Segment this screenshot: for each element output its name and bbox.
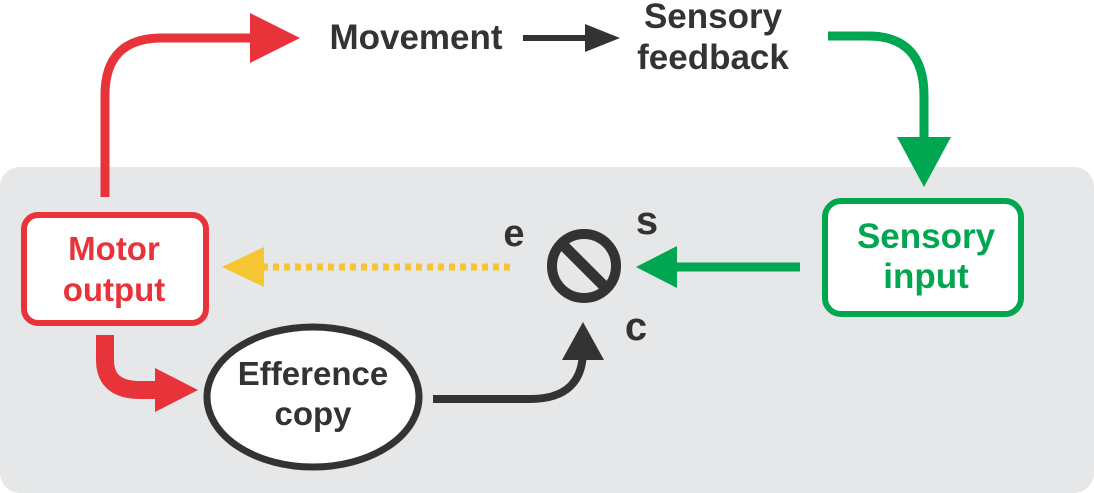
feedback-to-input-arrow [828,31,929,143]
copy-signal-label: c [625,305,647,349]
sensory-input-label-line1: Sensory [857,217,996,256]
efference-to-comparator-arrow [433,349,587,403]
comparator-icon [547,229,621,303]
sensory-input-box [822,198,1024,317]
motor-to-movement-arrow [100,33,262,197]
efference-to-comparator-arrowhead [562,322,604,360]
sensory-signal-label: s [636,199,658,243]
sensory-feedback-label-line1: Sensory [644,0,783,36]
input-to-comparator-arrowhead [636,246,677,288]
motor-to-efference-arrow [96,335,160,399]
efference-copy-label-line1: Efference [238,355,388,392]
motor-output-label-line2: output [63,271,166,308]
sensory-feedback-label-line2: feedback [637,38,789,77]
error-to-motor-arrowhead [222,247,264,287]
feedback-to-input-arrowhead [897,137,951,187]
motor-output-box [21,212,209,326]
movement-label: Movement [329,18,502,57]
error-signal-label: e [503,213,524,255]
motor-output-label-line1: Motor [68,230,160,267]
motor-to-movement-arrowhead [250,13,300,63]
sensory-input-label-line2: input [883,257,969,296]
motor-to-efference-arrowhead [155,368,198,412]
efference-copy-ellipse [203,323,423,471]
efference-copy-label-line2: copy [274,395,352,432]
movement-to-feedback-arrowhead [585,24,620,52]
